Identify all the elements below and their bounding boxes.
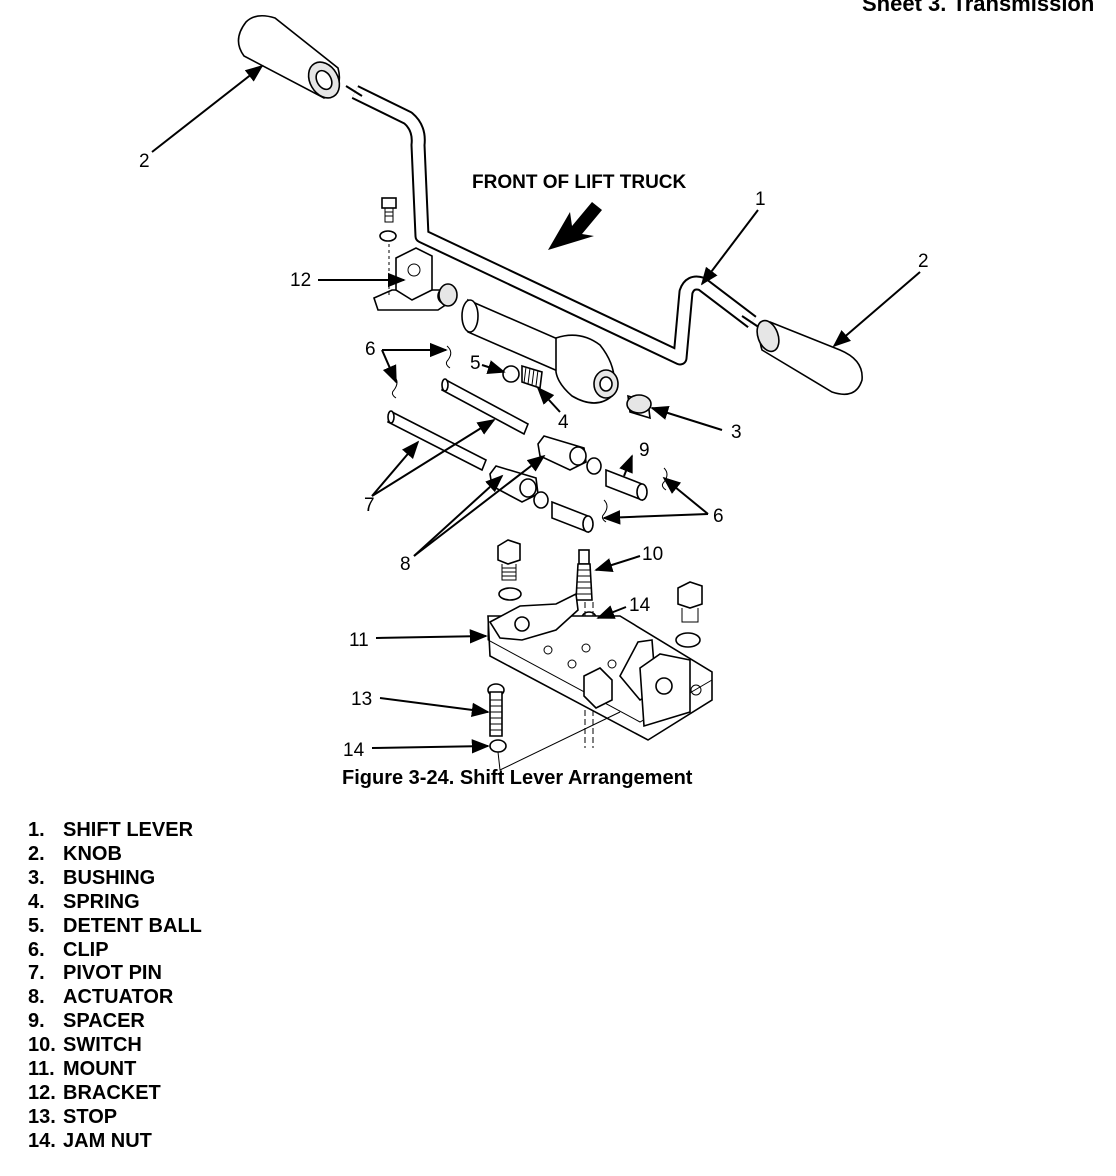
callout-1: 1 (755, 189, 766, 210)
legend-item-label: STOP (63, 1105, 118, 1128)
legend-item: 8. ACTUATOR (28, 986, 202, 1010)
knob-upper (237, 14, 341, 99)
knob-right (756, 319, 863, 396)
shift-shaft-housing (461, 298, 619, 404)
legend-item-label: MOUNT (63, 1058, 137, 1081)
exploded-parts-diagram: FRONT OF LIFT TRUCK 1 2 2 3 4 5 6 6 7 (139, 14, 929, 771)
callout-13: 13 (351, 689, 372, 710)
legend-item: 12. BRACKET (28, 1082, 202, 1106)
bushing (626, 394, 652, 420)
spacers (551, 468, 648, 534)
legend-item-label: DETENT BALL (63, 914, 202, 937)
callout-4: 4 (558, 412, 569, 433)
callout-numbers: 1 2 2 3 4 5 6 6 7 8 9 10 11 12 13 14 14 (139, 151, 929, 761)
legend-item-label: KNOB (63, 842, 122, 865)
switch (575, 549, 597, 748)
pivot-pins (386, 378, 530, 472)
legend-item: 3. BUSHING (28, 867, 202, 891)
callout-11: 11 (349, 630, 369, 651)
callout-2-right: 2 (918, 251, 929, 272)
legend-item-number: 5. (28, 914, 45, 937)
legend-item-number: 12. (28, 1081, 56, 1104)
legend-item: 5. DETENT BALL (28, 915, 202, 939)
legend-item-label: PIVOT PIN (63, 962, 162, 985)
legend-item: 7. PIVOT PIN (28, 962, 202, 986)
leader-lines (151, 64, 921, 754)
legend-item-label: SPACER (63, 1010, 145, 1033)
legend-item-label: JAM NUT (63, 1129, 152, 1152)
legend-item: 11. MOUNT (28, 1058, 202, 1082)
callout-8: 8 (400, 554, 411, 575)
legend-item: 1. SHIFT LEVER (28, 819, 202, 843)
legend-item-number: 6. (28, 938, 45, 961)
legend-item: 9. SPACER (28, 1010, 202, 1034)
callout-2-upper: 2 (139, 151, 150, 172)
legend-item-label: BUSHING (63, 866, 156, 889)
legend-item: 2. KNOB (28, 843, 202, 867)
callout-6-left: 6 (365, 339, 376, 360)
legend-item-label: SWITCH (63, 1034, 142, 1057)
front-direction-arrow (548, 202, 602, 250)
legend-item-number: 13. (28, 1105, 56, 1128)
mount (487, 592, 713, 741)
callout-10: 10 (642, 544, 663, 565)
legend-item-label: CLIP (63, 938, 109, 961)
stop-screw (487, 683, 621, 771)
legend-item-number: 7. (28, 962, 45, 985)
legend-item-number: 8. (28, 986, 45, 1009)
callout-9: 9 (639, 440, 650, 461)
parts-legend: 1.SHIFT LEVER 2.KNOB 3.BUSHING 4.SPRING … (28, 819, 202, 1154)
actuators (489, 435, 602, 509)
legend-item: 10. SWITCH (28, 1034, 202, 1058)
legend-item-label: SHIFT LEVER (63, 819, 194, 841)
detent-ball-and-spring (502, 364, 543, 390)
legend-item-number: 1. (28, 819, 45, 841)
legend-item: 13. STOP (28, 1106, 202, 1130)
callout-5: 5 (470, 353, 481, 374)
legend-item-number: 9. (28, 1010, 45, 1033)
legend-item: 14. JAM NUT (28, 1130, 202, 1154)
legend-item-number: 10. (28, 1034, 56, 1057)
callout-12: 12 (290, 270, 311, 291)
shift-lever (345, 85, 761, 366)
figure-caption: Figure 3-24. Shift Lever Arrangement (342, 767, 693, 789)
legend-item: 6. CLIP (28, 939, 202, 963)
legend-item-number: 11. (28, 1058, 55, 1081)
legend-item-number: 3. (28, 866, 45, 889)
callout-6-right: 6 (713, 506, 724, 527)
direction-note: FRONT OF LIFT TRUCK (472, 172, 687, 193)
legend-item-number: 14. (28, 1129, 56, 1152)
legend-item-number: 2. (28, 842, 45, 865)
callout-7: 7 (364, 495, 375, 516)
legend-item: 4. SPRING (28, 891, 202, 915)
callout-14-upper: 14 (629, 595, 651, 616)
page-header-title: Sheet 3. Transmission (862, 0, 1095, 16)
mount-bolts (497, 539, 703, 648)
legend-item-number: 4. (28, 890, 45, 913)
legend-item-label: BRACKET (63, 1081, 161, 1104)
legend-item-label: ACTUATOR (63, 986, 174, 1009)
legend-item-label: SPRING (63, 890, 140, 913)
callout-3: 3 (731, 422, 742, 443)
bracket-bolt (379, 197, 397, 298)
callout-14-lower: 14 (343, 740, 365, 761)
